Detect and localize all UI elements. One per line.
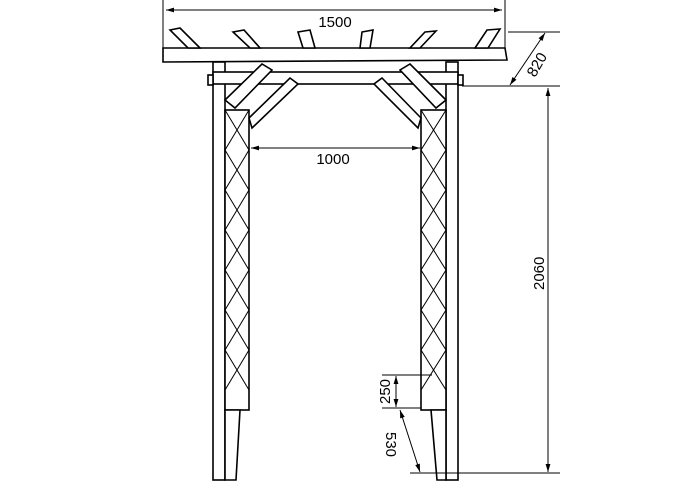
right-lattice-panel [420, 109, 447, 411]
rafter [359, 29, 374, 49]
left-leg [224, 409, 241, 481]
bolt-left [207, 74, 214, 86]
label-1000: 1000 [316, 151, 349, 168]
left-brace-inner [248, 76, 300, 130]
rafter [296, 29, 317, 49]
right-post [445, 61, 459, 481]
rafter [473, 28, 502, 49]
bolt-right [457, 74, 464, 86]
left-lattice-panel [224, 109, 250, 411]
rafter [231, 29, 262, 49]
dimension-250: 250 [377, 374, 432, 409]
dimension-2060: 2060 [410, 88, 560, 474]
label-530: 530 [382, 432, 399, 457]
right-brace-inner [372, 76, 422, 130]
dimension-530: 530 [382, 409, 421, 473]
top-beam [162, 47, 508, 63]
label-1500: 1500 [318, 14, 351, 31]
label-250: 250 [377, 379, 394, 404]
pergola-structure [162, 27, 508, 481]
rafters [168, 27, 502, 49]
label-820: 820 [524, 50, 551, 80]
left-brace-outer [223, 62, 274, 110]
left-post [212, 61, 226, 481]
dimension-1000: 1000 [251, 145, 420, 168]
label-2060: 2060 [531, 257, 548, 290]
right-leg [430, 409, 447, 481]
rafter [168, 27, 202, 49]
rafter [408, 30, 439, 49]
dimension-1500: 1500 [162, 0, 506, 48]
left-lattice [224, 109, 250, 391]
right-brace-outer [398, 62, 448, 110]
right-lattice [420, 109, 447, 391]
